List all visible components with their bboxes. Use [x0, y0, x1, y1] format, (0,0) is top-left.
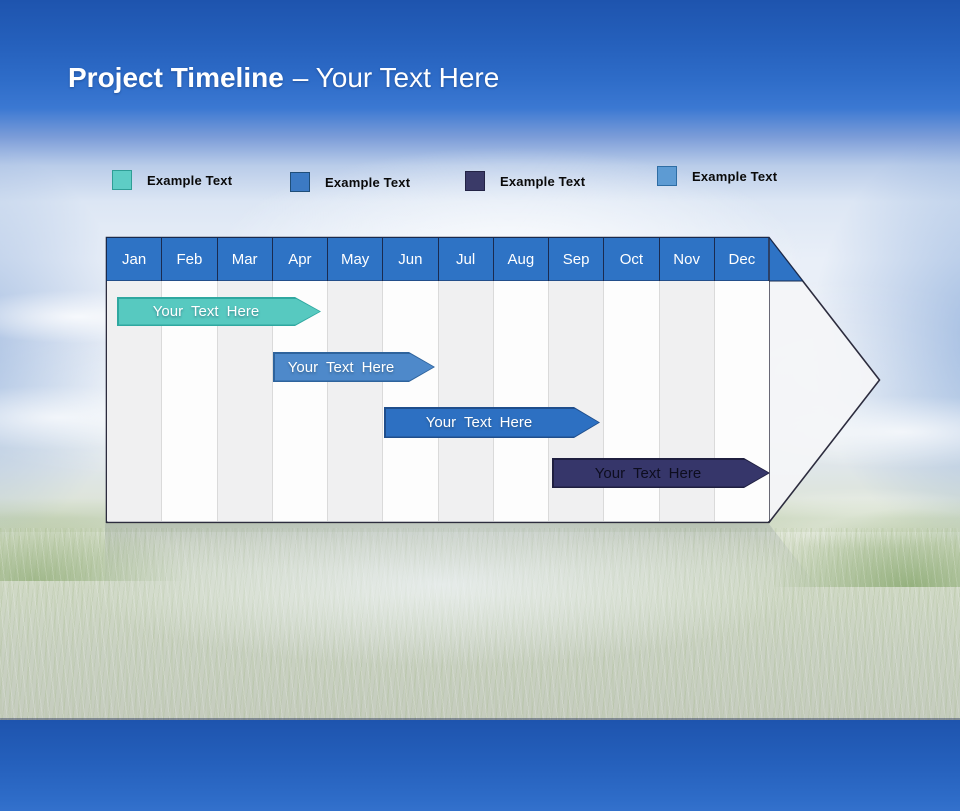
- legend-label: Example Text: [500, 173, 586, 189]
- grass-highlight: [0, 520, 960, 680]
- title-secondary: – Your Text Here: [292, 62, 500, 93]
- month-cell: Jan: [107, 238, 163, 281]
- legend-label: Example Text: [147, 172, 233, 188]
- slide-bottom-edge: [0, 718, 960, 720]
- month-cell: Feb: [162, 238, 218, 281]
- month-cell: Nov: [660, 238, 715, 281]
- gantt-bar-label: Your Text Here: [287, 358, 395, 376]
- gantt-bar-fill: [119, 299, 320, 325]
- month-cell: Jul: [439, 238, 494, 281]
- legend-swatch-lightblue: [657, 166, 677, 186]
- gantt-bar-label: Your Text Here: [594, 464, 702, 482]
- gantt-bar-fill: [275, 354, 434, 381]
- grid-column: [438, 281, 494, 521]
- month-header-row: Jan Feb Mar Apr May Jun Jul Aug Sep Oct …: [107, 238, 769, 281]
- legend-swatch-teal: [112, 170, 132, 190]
- gantt-bar-fill: [386, 409, 599, 437]
- gantt-bar: Your Text Here: [273, 352, 435, 382]
- grid-column: [493, 281, 549, 521]
- month-cell: Dec: [728, 251, 756, 268]
- legend-label: Example Text: [692, 168, 778, 184]
- gantt-bar: Your Text Here: [117, 297, 321, 326]
- legend-item: Example Text: [112, 170, 232, 190]
- legend-swatch-navy: [465, 171, 485, 191]
- month-cell: Oct: [604, 238, 660, 281]
- legend-label: Example Text: [325, 174, 411, 190]
- month-cell: Aug: [494, 238, 549, 281]
- gantt-bar-label: Your Text Here: [152, 303, 260, 320]
- slide-title: Project Timeline – Your Text Here: [68, 58, 499, 98]
- grid-column: [328, 281, 384, 521]
- month-cell: Apr: [273, 238, 328, 281]
- gantt-bar: Your Text Here: [552, 458, 770, 488]
- timeline-reflection: [105, 524, 880, 811]
- legend-item: Example Text: [465, 171, 585, 191]
- month-cell: Mar: [218, 238, 273, 281]
- gantt-bar-label: Your Text Here: [425, 414, 533, 431]
- legend-swatch-blue: [290, 172, 310, 192]
- month-cell: Sep: [549, 238, 605, 281]
- title-primary: Project Timeline: [68, 62, 284, 93]
- month-header-band: [106, 237, 804, 282]
- timeline-chart: Jan Feb Mar Apr May Jun Jul Aug Sep Oct …: [105, 236, 881, 524]
- month-cell: May: [328, 238, 384, 281]
- legend-item: Example Text: [657, 166, 777, 186]
- month-cell: Jun: [383, 238, 439, 281]
- gantt-bar-fill: [554, 460, 769, 487]
- grid-column: [383, 281, 439, 521]
- legend-item: Example Text: [290, 172, 410, 192]
- gantt-bar: Your Text Here: [384, 407, 600, 438]
